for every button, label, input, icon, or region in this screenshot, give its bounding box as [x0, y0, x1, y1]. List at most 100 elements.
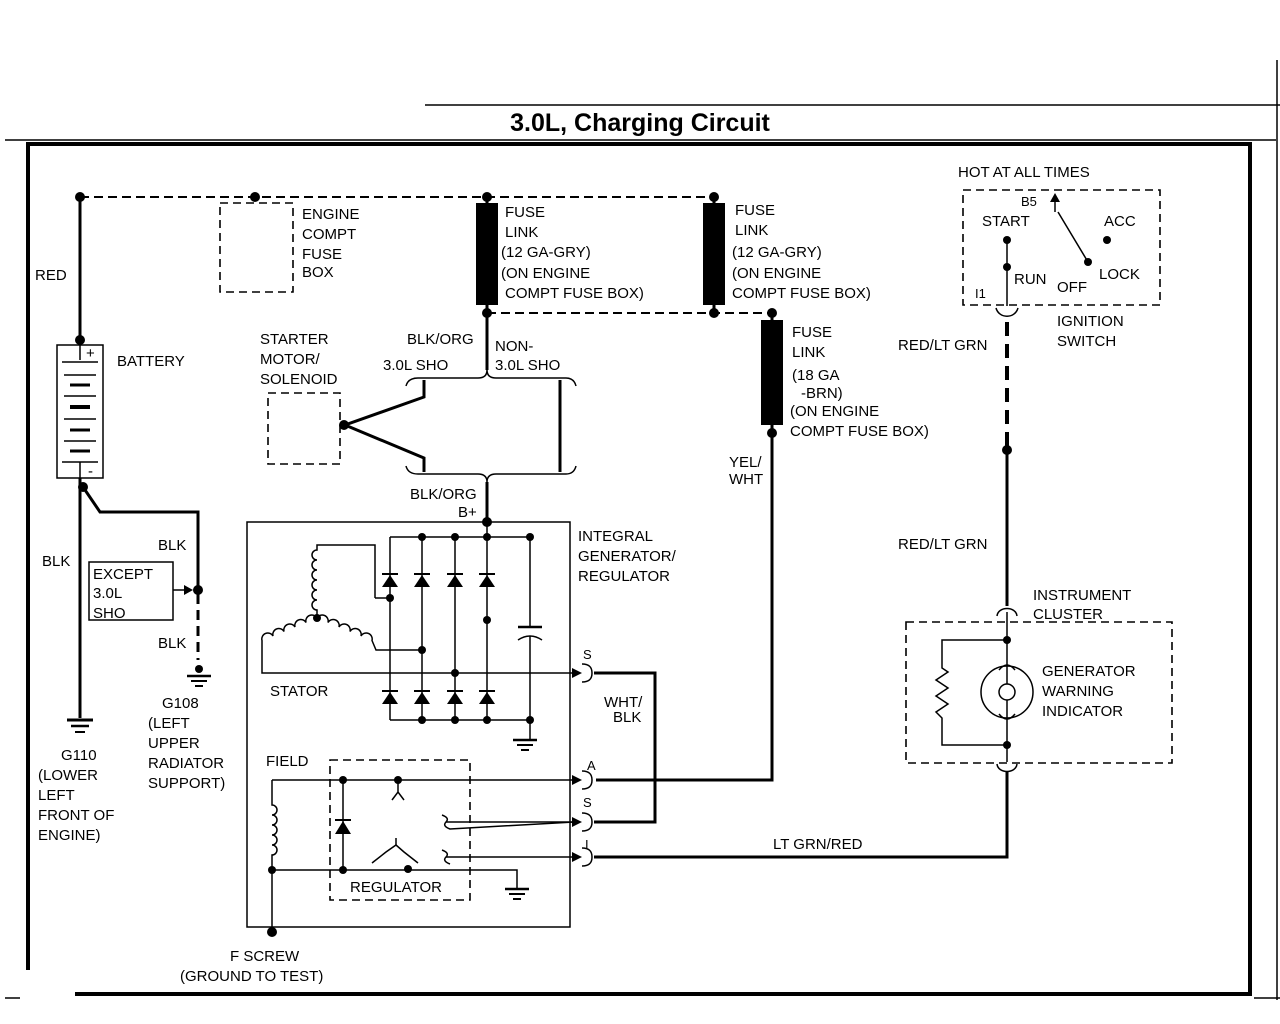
wire-label-non-sho: 3.0L SHO — [495, 357, 560, 374]
terminal-s-upper-label: S — [583, 647, 592, 662]
switch-position-lock: LOCK — [1099, 266, 1140, 283]
wire-label-blk-lower: BLK — [158, 635, 186, 652]
g108-location-line: RADIATOR — [148, 755, 224, 772]
fuse-link-1: FUSE LINK (12 GA-GRY) (ON ENGINE COMPT F… — [476, 197, 644, 313]
terminal-a: A — [572, 758, 596, 790]
wire-label-red-lt-grn-upper: RED/LT GRN — [898, 337, 987, 354]
wire-label-red: RED — [35, 267, 67, 284]
stator-windings: STATOR — [261, 544, 574, 700]
wire-label-yel-wht: YEL/ — [729, 454, 762, 471]
g108-id: G108 — [162, 695, 199, 712]
switch-lever — [1057, 211, 1089, 263]
wire-label-wht-blk: WHT/ — [604, 694, 643, 711]
fuse-box-label-line: FUSE — [302, 246, 342, 263]
wire-label-wht-blk: BLK — [613, 709, 641, 726]
regulator-label: REGULATOR — [350, 879, 442, 896]
fuse-link-label-line: -BRN) — [801, 385, 843, 402]
fuse-box-label-line: ENGINE — [302, 206, 360, 223]
diode-icon — [479, 690, 495, 704]
fuse-box-label-line: BOX — [302, 264, 334, 281]
integral-generator-regulator: INTEGRAL GENERATOR/ REGULATOR — [180, 521, 677, 985]
arrow-up-icon — [1050, 193, 1060, 202]
b-plus-wiring: BLK/ORG NON- 3.0L SHO 3.0L SHO BLK/ORG B… — [340, 313, 577, 527]
switch-position-acc: ACC — [1104, 213, 1136, 230]
wire-label-lt-grn-red: LT GRN/RED — [773, 836, 863, 853]
fuse-link-3: FUSE LINK (18 GA -BRN) (ON ENGINE COMPT … — [761, 313, 929, 440]
wire-label-blk-org-upper: BLK/ORG — [407, 331, 474, 348]
instrument-cluster: INSTRUMENT CLUSTER GENERATOR WARNING IND… — [905, 587, 1173, 773]
lt-grn-red-wire: LT GRN/RED — [594, 772, 1009, 859]
starter-label-line: MOTOR/ — [260, 351, 321, 368]
f-screw-note: (GROUND TO TEST) — [180, 968, 323, 985]
diode-icon — [414, 573, 430, 587]
g110-location-line: (LOWER — [38, 767, 98, 784]
terminal-s-lower: S — [572, 795, 593, 832]
diode-icon — [414, 690, 430, 704]
wire-label-blk-org-lower: BLK/ORG — [410, 486, 477, 503]
except-note-line: 3.0L — [93, 585, 122, 602]
diode-icon — [447, 573, 463, 587]
battery-symbol: + - — [56, 344, 104, 480]
fuse-link-label-line: (ON ENGINE — [790, 403, 879, 420]
f-screw: F SCREW (GROUND TO TEST) — [180, 927, 323, 985]
fuse-link-label-line: FUSE — [505, 204, 545, 221]
indicator-label-line: GENERATOR — [1042, 663, 1136, 680]
terminal-s-lower-label: S — [583, 795, 592, 810]
except-note-line: SHO — [93, 605, 126, 622]
fuse-link-label-line: (12 GA-GRY) — [501, 244, 591, 261]
generator-title-line: GENERATOR/ — [578, 548, 677, 565]
wire-label-red-lt-grn-lower: RED/LT GRN — [898, 536, 987, 553]
wire-label-yel-wht: WHT — [729, 471, 763, 488]
power-bus — [75, 192, 777, 318]
hot-at-all-times-note: HOT AT ALL TIMES — [958, 164, 1090, 181]
generator-title-line: REGULATOR — [578, 568, 670, 585]
arrow-icon — [572, 817, 582, 827]
g108-location-line: (LEFT — [148, 715, 190, 732]
engine-compt-fuse-box: ENGINE COMPT FUSE BOX — [219, 202, 360, 293]
wire-label-non-sho: NON- — [495, 338, 533, 355]
diode-icon — [382, 573, 398, 587]
connector-icon — [996, 763, 1018, 773]
terminal-i-label: I — [585, 837, 589, 852]
switch-position-run: RUN — [1014, 271, 1047, 288]
connector-icon — [996, 607, 1018, 617]
fuse-link-label-line: (ON ENGINE — [732, 265, 821, 282]
connector-icon — [995, 307, 1019, 317]
ground-g110-symbol — [67, 718, 93, 733]
g110-location-line: ENGINE) — [38, 827, 101, 844]
arrow-icon — [572, 852, 582, 862]
fuse-link-label-line: COMPT FUSE BOX) — [732, 285, 871, 302]
fuse-link-label-line: COMPT FUSE BOX) — [505, 285, 644, 302]
fuse-link-label-line: (ON ENGINE — [501, 265, 590, 282]
switch-pin-i1: I1 — [975, 286, 986, 301]
instrument-cluster-label: INSTRUMENT — [1033, 587, 1131, 604]
ignition-switch-label: SWITCH — [1057, 333, 1116, 350]
fuse-link-label-line: LINK — [792, 344, 825, 361]
arrow-icon — [572, 775, 582, 785]
yel-wht-wire: YEL/ WHT — [596, 433, 774, 782]
wire-label-blk-main: BLK — [42, 553, 70, 570]
terminal-s-upper: S — [572, 647, 593, 683]
page-title: 3.0L, Charging Circuit — [510, 109, 770, 137]
fuse-link-label-line: LINK — [505, 224, 538, 241]
ground-icon — [513, 738, 537, 751]
fuse-link-2: FUSE LINK (12 GA-GRY) (ON ENGINE COMPT F… — [703, 197, 871, 313]
terminal-i: I — [572, 837, 593, 867]
stator-label: STATOR — [270, 683, 329, 700]
g110-location-line: FRONT OF — [38, 807, 114, 824]
battery-minus-sign: - — [88, 463, 93, 480]
fuse-link-label-line: FUSE — [735, 202, 775, 219]
wire-label-sho: 3.0L SHO — [383, 357, 448, 374]
fuse-box-label-line: COMPT — [302, 226, 356, 243]
b-plus-terminal-label: B+ — [458, 504, 477, 521]
switch-position-start: START — [982, 213, 1030, 230]
switch-pin-b5: B5 — [1021, 194, 1037, 209]
switch-position-off: OFF — [1057, 279, 1087, 296]
wire-label-blk-upper: BLK — [158, 537, 186, 554]
capacitor-icon — [517, 537, 543, 740]
terminal-a-label: A — [587, 758, 596, 773]
instrument-cluster-label: CLUSTER — [1033, 606, 1103, 623]
ignition-switch-label: IGNITION — [1057, 313, 1124, 330]
fuse-link-label-line: (12 GA-GRY) — [732, 244, 822, 261]
fuse-link-label-line: LINK — [735, 222, 768, 239]
